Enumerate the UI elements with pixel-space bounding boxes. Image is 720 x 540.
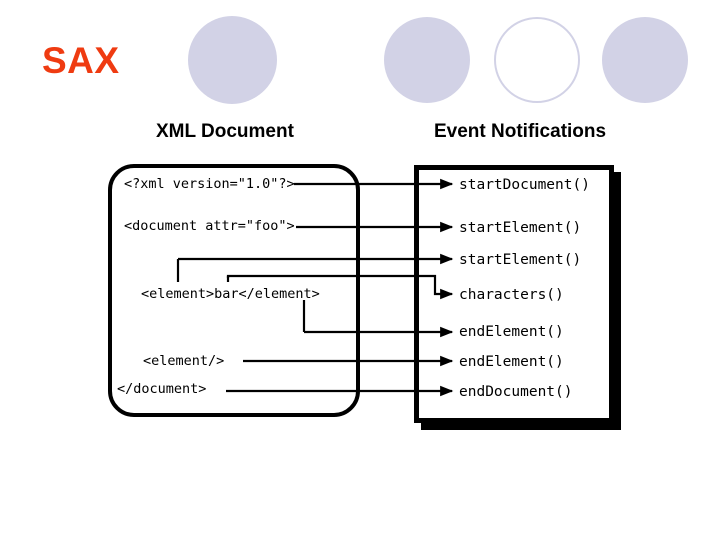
xml-line-document-close: </document> (117, 381, 207, 397)
xml-document-box (108, 164, 360, 417)
event-characters: characters() (459, 287, 564, 303)
decorative-circle-5 (602, 17, 688, 103)
event-notifications-box (414, 165, 614, 423)
event-start-document: startDocument() (459, 177, 590, 193)
decorative-circle-4 (494, 17, 580, 103)
xml-line-element-empty: <element/> (143, 353, 225, 369)
xml-line-element-bar: <element>bar</element> (141, 286, 320, 302)
decorative-circle-3 (384, 17, 470, 103)
event-end-element-2: endElement() (459, 354, 564, 370)
event-start-element-1: startElement() (459, 220, 582, 236)
heading-event-notifications: Event Notifications (434, 121, 607, 142)
connector-characters (226, 274, 454, 300)
xml-line-document-open: <document attr="foo"> (124, 218, 295, 234)
decorative-circle-2 (191, 17, 277, 103)
page-title: SAX (42, 40, 120, 81)
event-end-document: endDocument() (459, 384, 573, 400)
heading-xml-document: XML Document (156, 121, 294, 142)
event-start-element-2: startElement() (459, 252, 582, 268)
xml-line-declaration: <?xml version="1.0"?> (124, 176, 295, 192)
event-end-element-1: endElement() (459, 324, 564, 340)
